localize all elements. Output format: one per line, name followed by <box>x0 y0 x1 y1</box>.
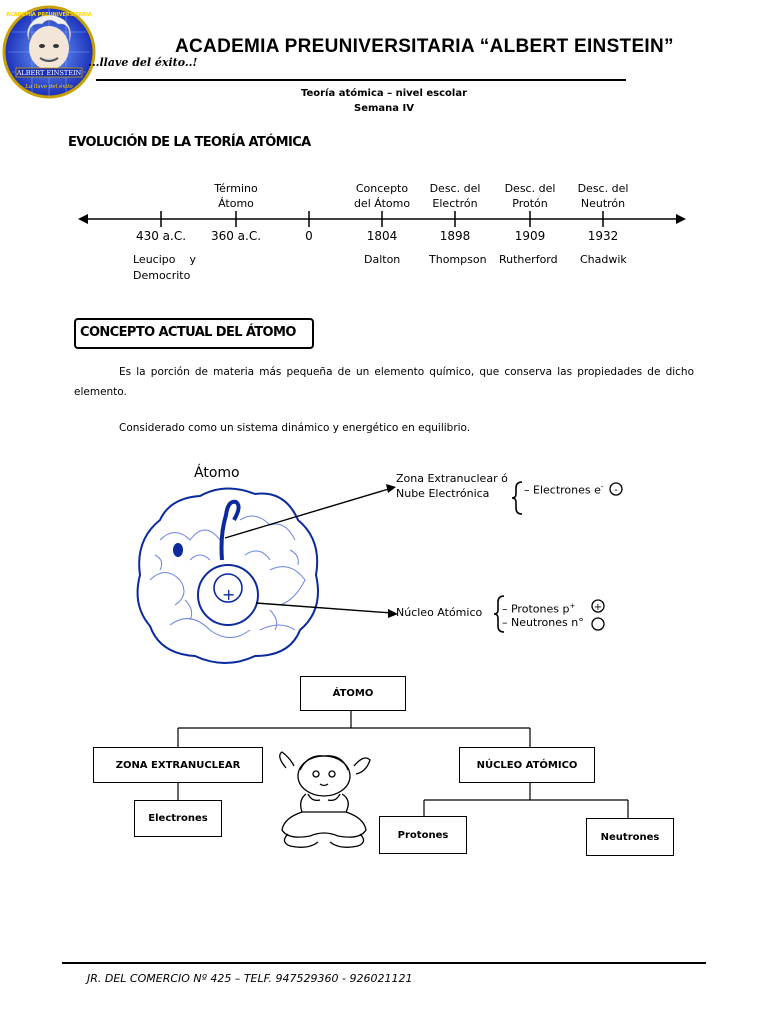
timeline-scientist: Chadwik <box>580 253 627 266</box>
svg-text:+: + <box>222 585 235 604</box>
evolution-heading: EVOLUCIÓN DE LA TEORÍA ATÓMICA <box>68 135 311 150</box>
timeline-scientist: Thompson <box>429 253 487 266</box>
timeline-year: 1932 <box>587 229 619 243</box>
svg-text:La llave del éxito: La llave del éxito <box>24 83 73 90</box>
tree-root: ÁTOMO <box>300 676 406 711</box>
zone-label-1: Zona Extranuclear ó <box>396 472 508 485</box>
zone-label-2: Nube Electrónica <box>396 487 490 500</box>
tree-protons: Protones <box>379 816 467 854</box>
subtitle-week: Semana IV <box>354 103 414 114</box>
svg-text:ALBERT EINSTEIN: ALBERT EINSTEIN <box>16 69 82 77</box>
academy-title: ACADEMIA PREUNIVERSITARIA “ALBERT EINSTE… <box>175 36 674 57</box>
svg-text:+: + <box>594 602 602 613</box>
tree-electrons: Electrones <box>134 800 222 837</box>
academy-motto: ...llave del éxito..! <box>88 56 198 69</box>
nucleus-label: Núcleo Atómico <box>396 606 483 619</box>
concept-paragraph-2: Considerado como un sistema dinámico y e… <box>119 422 471 434</box>
subtitle-topic: Teoría atómica – nivel escolar <box>300 88 467 99</box>
atom-diagram: + - + <box>136 481 623 664</box>
academy-logo: ALBERT EINSTEIN ACADEMIA PREUNIVERSITARI… <box>2 5 96 99</box>
concept-heading: CONCEPTO ACTUAL DEL ÁTOMO <box>80 325 296 340</box>
atom-label: Átomo <box>194 465 240 481</box>
electrons-item: – Electrones e- <box>524 483 604 497</box>
tree-left: ZONA EXTRANUCLEAR <box>93 747 263 783</box>
timeline-scientist: Dalton <box>364 253 401 266</box>
neutrons-item: – Neutrones n° <box>502 616 584 629</box>
svg-text:ACADEMIA PREUNIVERSITARIA: ACADEMIA PREUNIVERSITARIA <box>6 12 92 18</box>
timeline-year: 0 <box>305 229 313 243</box>
tree-right: NÚCLEO ATÓMICO <box>459 747 595 783</box>
timeline-year: 430 a.C. <box>135 229 187 243</box>
timeline-year: 1909 <box>514 229 546 243</box>
timeline-year: 360 a.C. <box>210 229 262 243</box>
timeline-year: 1898 <box>439 229 471 243</box>
svg-text:-: - <box>614 485 618 496</box>
thinking-girl-illustration <box>279 751 371 848</box>
protons-item: – Protones p+ <box>502 602 576 616</box>
timeline-year: 1804 <box>366 229 398 243</box>
footer-address: JR. DEL COMERCIO Nº 425 – TELF. 94752936… <box>87 972 413 985</box>
timeline-scientist: Rutherford <box>499 253 558 266</box>
tree-neutrons: Neutrones <box>586 818 674 856</box>
concept-paragraph-1: Es la porción de materia más pequeña de … <box>74 366 694 398</box>
tree-connectors <box>177 711 629 818</box>
timeline-axis <box>78 211 686 227</box>
footer-rule <box>62 962 706 964</box>
header-rule <box>96 79 626 81</box>
concept-heading-box: CONCEPTO ACTUAL DEL ÁTOMO <box>74 318 314 349</box>
